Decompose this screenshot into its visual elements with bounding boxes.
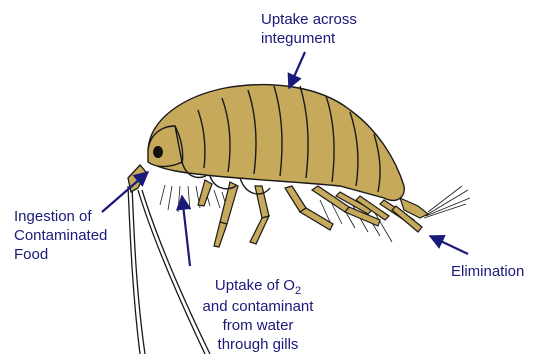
- label-integument-line1: Uptake across: [261, 10, 357, 29]
- label-gills-line1: Uptake of O2: [170, 276, 346, 297]
- label-elimination: Elimination: [451, 262, 524, 281]
- label-gills: Uptake of O2 and contaminant from water …: [170, 276, 346, 354]
- amphipod-body: [148, 85, 404, 201]
- label-ingestion-line2: Contaminated: [14, 226, 107, 245]
- arrow-elimination: [430, 236, 468, 254]
- label-gills-line4: through gills: [170, 335, 346, 354]
- arrow-integument: [289, 52, 305, 88]
- arrow-gills: [182, 196, 190, 266]
- label-integument-line2: integument: [261, 29, 357, 48]
- label-ingestion-line1: Ingestion of: [14, 207, 107, 226]
- label-gills-subscript: 2: [295, 285, 301, 297]
- label-gills-line1-prefix: Uptake of O: [215, 277, 295, 294]
- arrow-ingestion: [102, 172, 148, 212]
- eye: [153, 146, 163, 158]
- uropod: [400, 186, 470, 218]
- label-gills-line3: from water: [170, 316, 346, 335]
- label-integument: Uptake across integument: [261, 10, 357, 48]
- label-gills-line2: and contaminant: [170, 297, 346, 316]
- label-ingestion: Ingestion of Contaminated Food: [14, 207, 107, 264]
- label-ingestion-line3: Food: [14, 245, 107, 264]
